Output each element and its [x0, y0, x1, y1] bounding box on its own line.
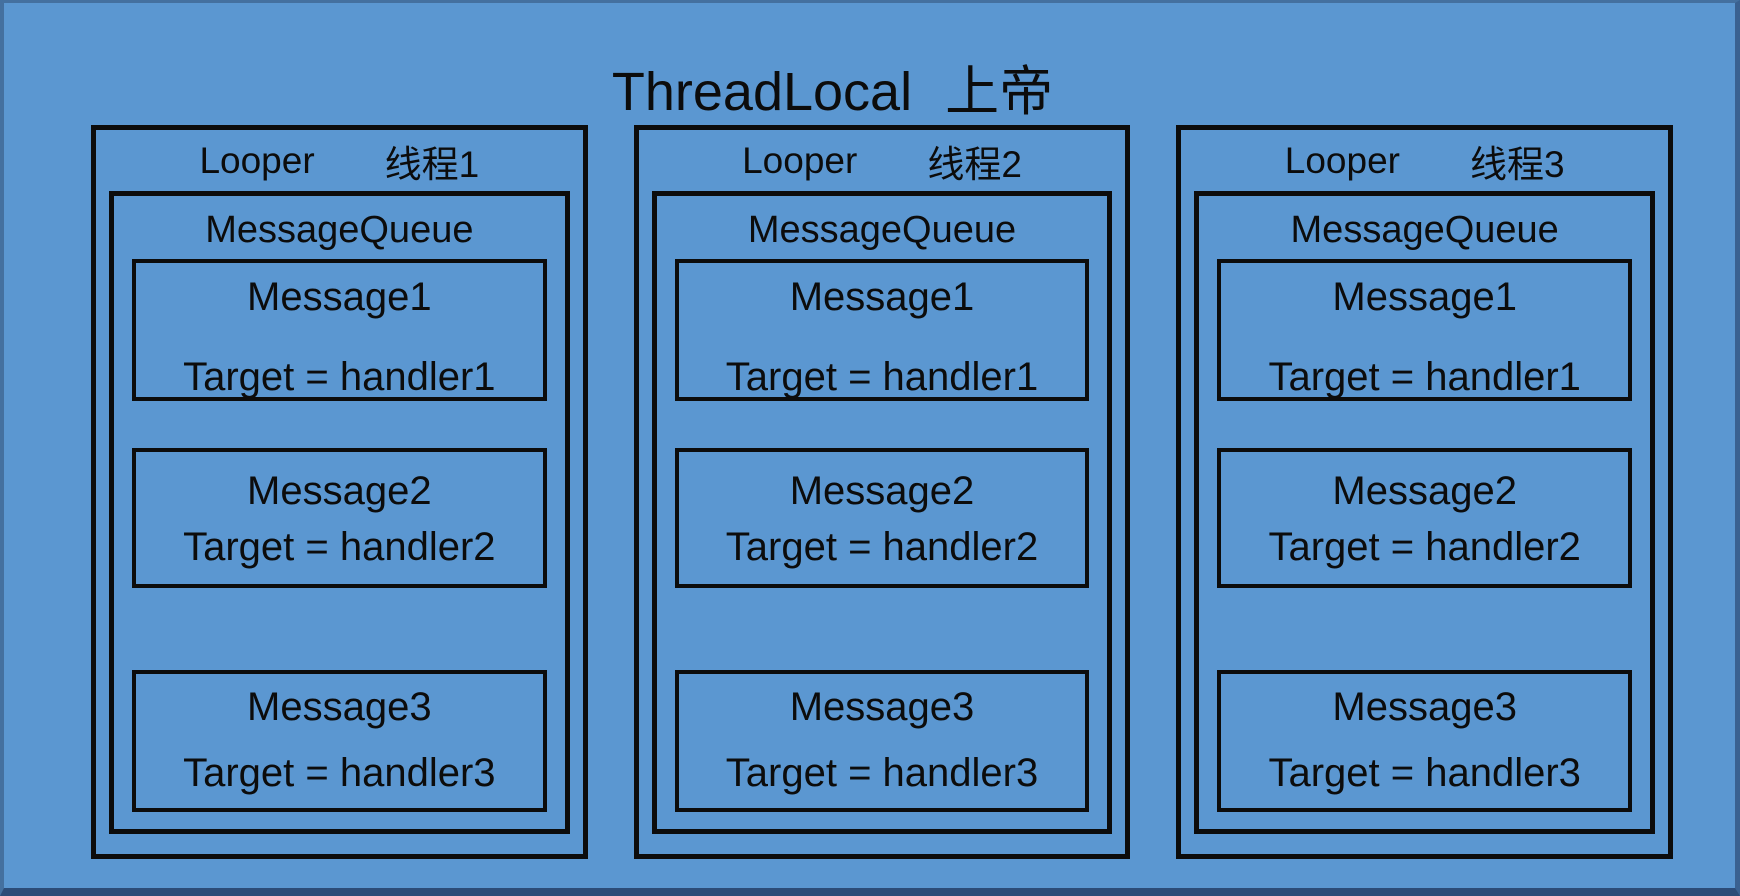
message-target: Target = handler1 [183, 355, 496, 399]
looper-label: Looper [1284, 139, 1400, 181]
looper-columns: Looper 线程1 MessageQueue Message1 Target … [91, 125, 1674, 859]
message-target: Target = handler2 [183, 525, 496, 569]
message-target: Target = handler3 [725, 751, 1039, 795]
thread-label: 线程3 [1470, 143, 1565, 185]
message-box: Message2 Target = handler2 [1217, 448, 1633, 588]
message-box: Message3 Target = handler3 [1217, 670, 1633, 812]
message-name: Message1 [1332, 275, 1517, 319]
thread-label: 线程1 [384, 143, 480, 185]
message-queue-label: MessageQueue [205, 209, 474, 251]
message-name: Message3 [789, 685, 975, 729]
looper-box-thread2: Looper 线程2 MessageQueue Message1 Target … [633, 125, 1131, 859]
message-box: Message1 Target = handler1 [132, 259, 547, 401]
thread-label: 线程2 [927, 143, 1022, 185]
message-name: Message1 [247, 275, 432, 319]
message-target: Target = handler2 [1268, 525, 1581, 569]
message-name: Message2 [789, 469, 975, 513]
message-target: Target = handler3 [1268, 751, 1581, 795]
message-queue-label: MessageQueue [1290, 209, 1559, 251]
looper-label: Looper [199, 139, 315, 181]
message-target: Target = handler1 [725, 355, 1039, 399]
message-name: Message2 [247, 469, 432, 513]
looper-header: Looper 线程1 [96, 130, 583, 191]
message-target: Target = handler2 [725, 525, 1039, 569]
message-box: Message1 Target = handler1 [1217, 259, 1633, 401]
message-queue-label: MessageQueue [747, 209, 1017, 251]
message-name: Message2 [1332, 469, 1517, 513]
message-box: Message3 Target = handler3 [132, 670, 547, 812]
message-target: Target = handler1 [1268, 355, 1581, 399]
message-queue-box: MessageQueue Message1 Target = handler1 … [651, 191, 1113, 834]
message-name: Message1 [789, 275, 975, 319]
message-queue-box: MessageQueue Message1 Target = handler1 … [1194, 191, 1656, 834]
looper-header: Looper 线程2 [639, 130, 1126, 191]
message-box: Message3 Target = handler3 [674, 670, 1090, 812]
looper-box-thread1: Looper 线程1 MessageQueue Message1 Target … [91, 125, 588, 859]
message-queue-box: MessageQueue Message1 Target = handler1 … [109, 191, 570, 834]
message-box: Message2 Target = handler2 [132, 448, 547, 588]
diagram-title: ThreadLocal 上帝 [611, 62, 1054, 122]
message-name: Message3 [1332, 685, 1517, 729]
message-target: Target = handler3 [183, 751, 496, 795]
looper-box-thread3: Looper 线程3 MessageQueue Message1 Target … [1176, 125, 1674, 859]
looper-header: Looper 线程3 [1181, 130, 1668, 191]
message-box: Message1 Target = handler1 [674, 259, 1090, 401]
looper-label: Looper [742, 139, 858, 181]
message-box: Message2 Target = handler2 [674, 448, 1090, 588]
message-name: Message3 [247, 685, 432, 729]
